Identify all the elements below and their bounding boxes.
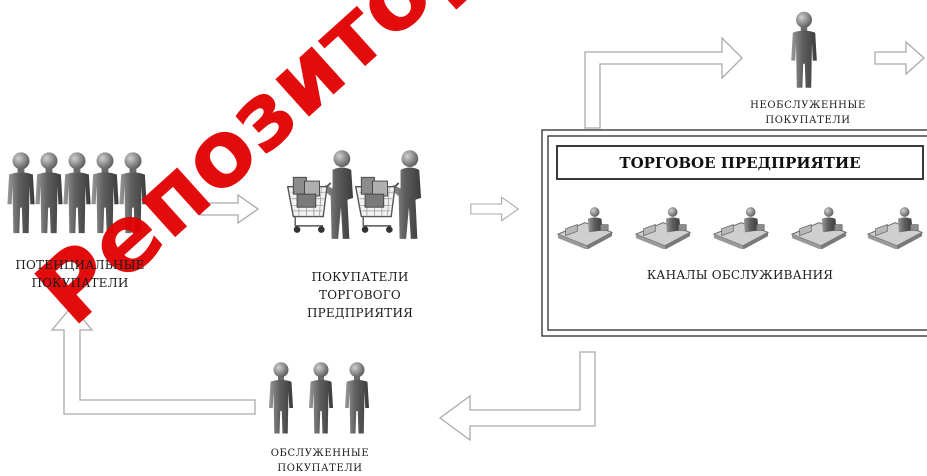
person-icon <box>309 362 333 433</box>
cashier-desk-icon <box>714 207 768 250</box>
cashier-desk-icon <box>868 207 922 250</box>
cashier-desk-icon <box>558 207 612 250</box>
store-buyers-group <box>288 150 421 239</box>
hollow-arrow-icon <box>471 197 518 220</box>
enterprise-title-text: ТОРГОВОЕ ПРЕДПРИЯТИЕ <box>619 154 860 172</box>
store-buyers-label: ПОКУПАТЕЛИ ТОРГОВОГО ПРЕДПРИЯТИЯ <box>290 268 430 322</box>
shopping-cart-icon <box>288 150 353 239</box>
potential-buyers-label: ПОТЕНЦИАЛЬНЫЕ ПОКУПАТЕЛИ <box>0 256 160 292</box>
cashier-desk-icon <box>636 207 690 250</box>
person-icon <box>791 12 817 88</box>
hollow-arrow-icon <box>875 42 924 74</box>
person-icon <box>345 362 369 433</box>
served-buyers-label: ОБСЛУЖЕННЫЕ ПОКУПАТЕЛИ <box>250 446 390 476</box>
person-icon <box>269 362 293 433</box>
served-buyers-group <box>269 362 369 433</box>
service-channels-group <box>558 207 922 250</box>
hollow-arrow-icon <box>440 352 595 440</box>
person-icon <box>35 152 62 233</box>
shopping-cart-icon <box>356 150 421 239</box>
person-icon <box>7 152 34 233</box>
unserved-buyers-label: НЕОБСЛУЖЕННЫЕ ПОКУПАТЕЛИ <box>738 98 878 128</box>
cashier-desk-icon <box>792 207 846 250</box>
hollow-arrow-icon <box>585 38 742 128</box>
channels-label: КАНАЛЫ ОБСЛУЖИВАНИЯ <box>610 266 870 284</box>
enterprise-title: ТОРГОВОЕ ПРЕДПРИЯТИЕ <box>556 145 924 180</box>
